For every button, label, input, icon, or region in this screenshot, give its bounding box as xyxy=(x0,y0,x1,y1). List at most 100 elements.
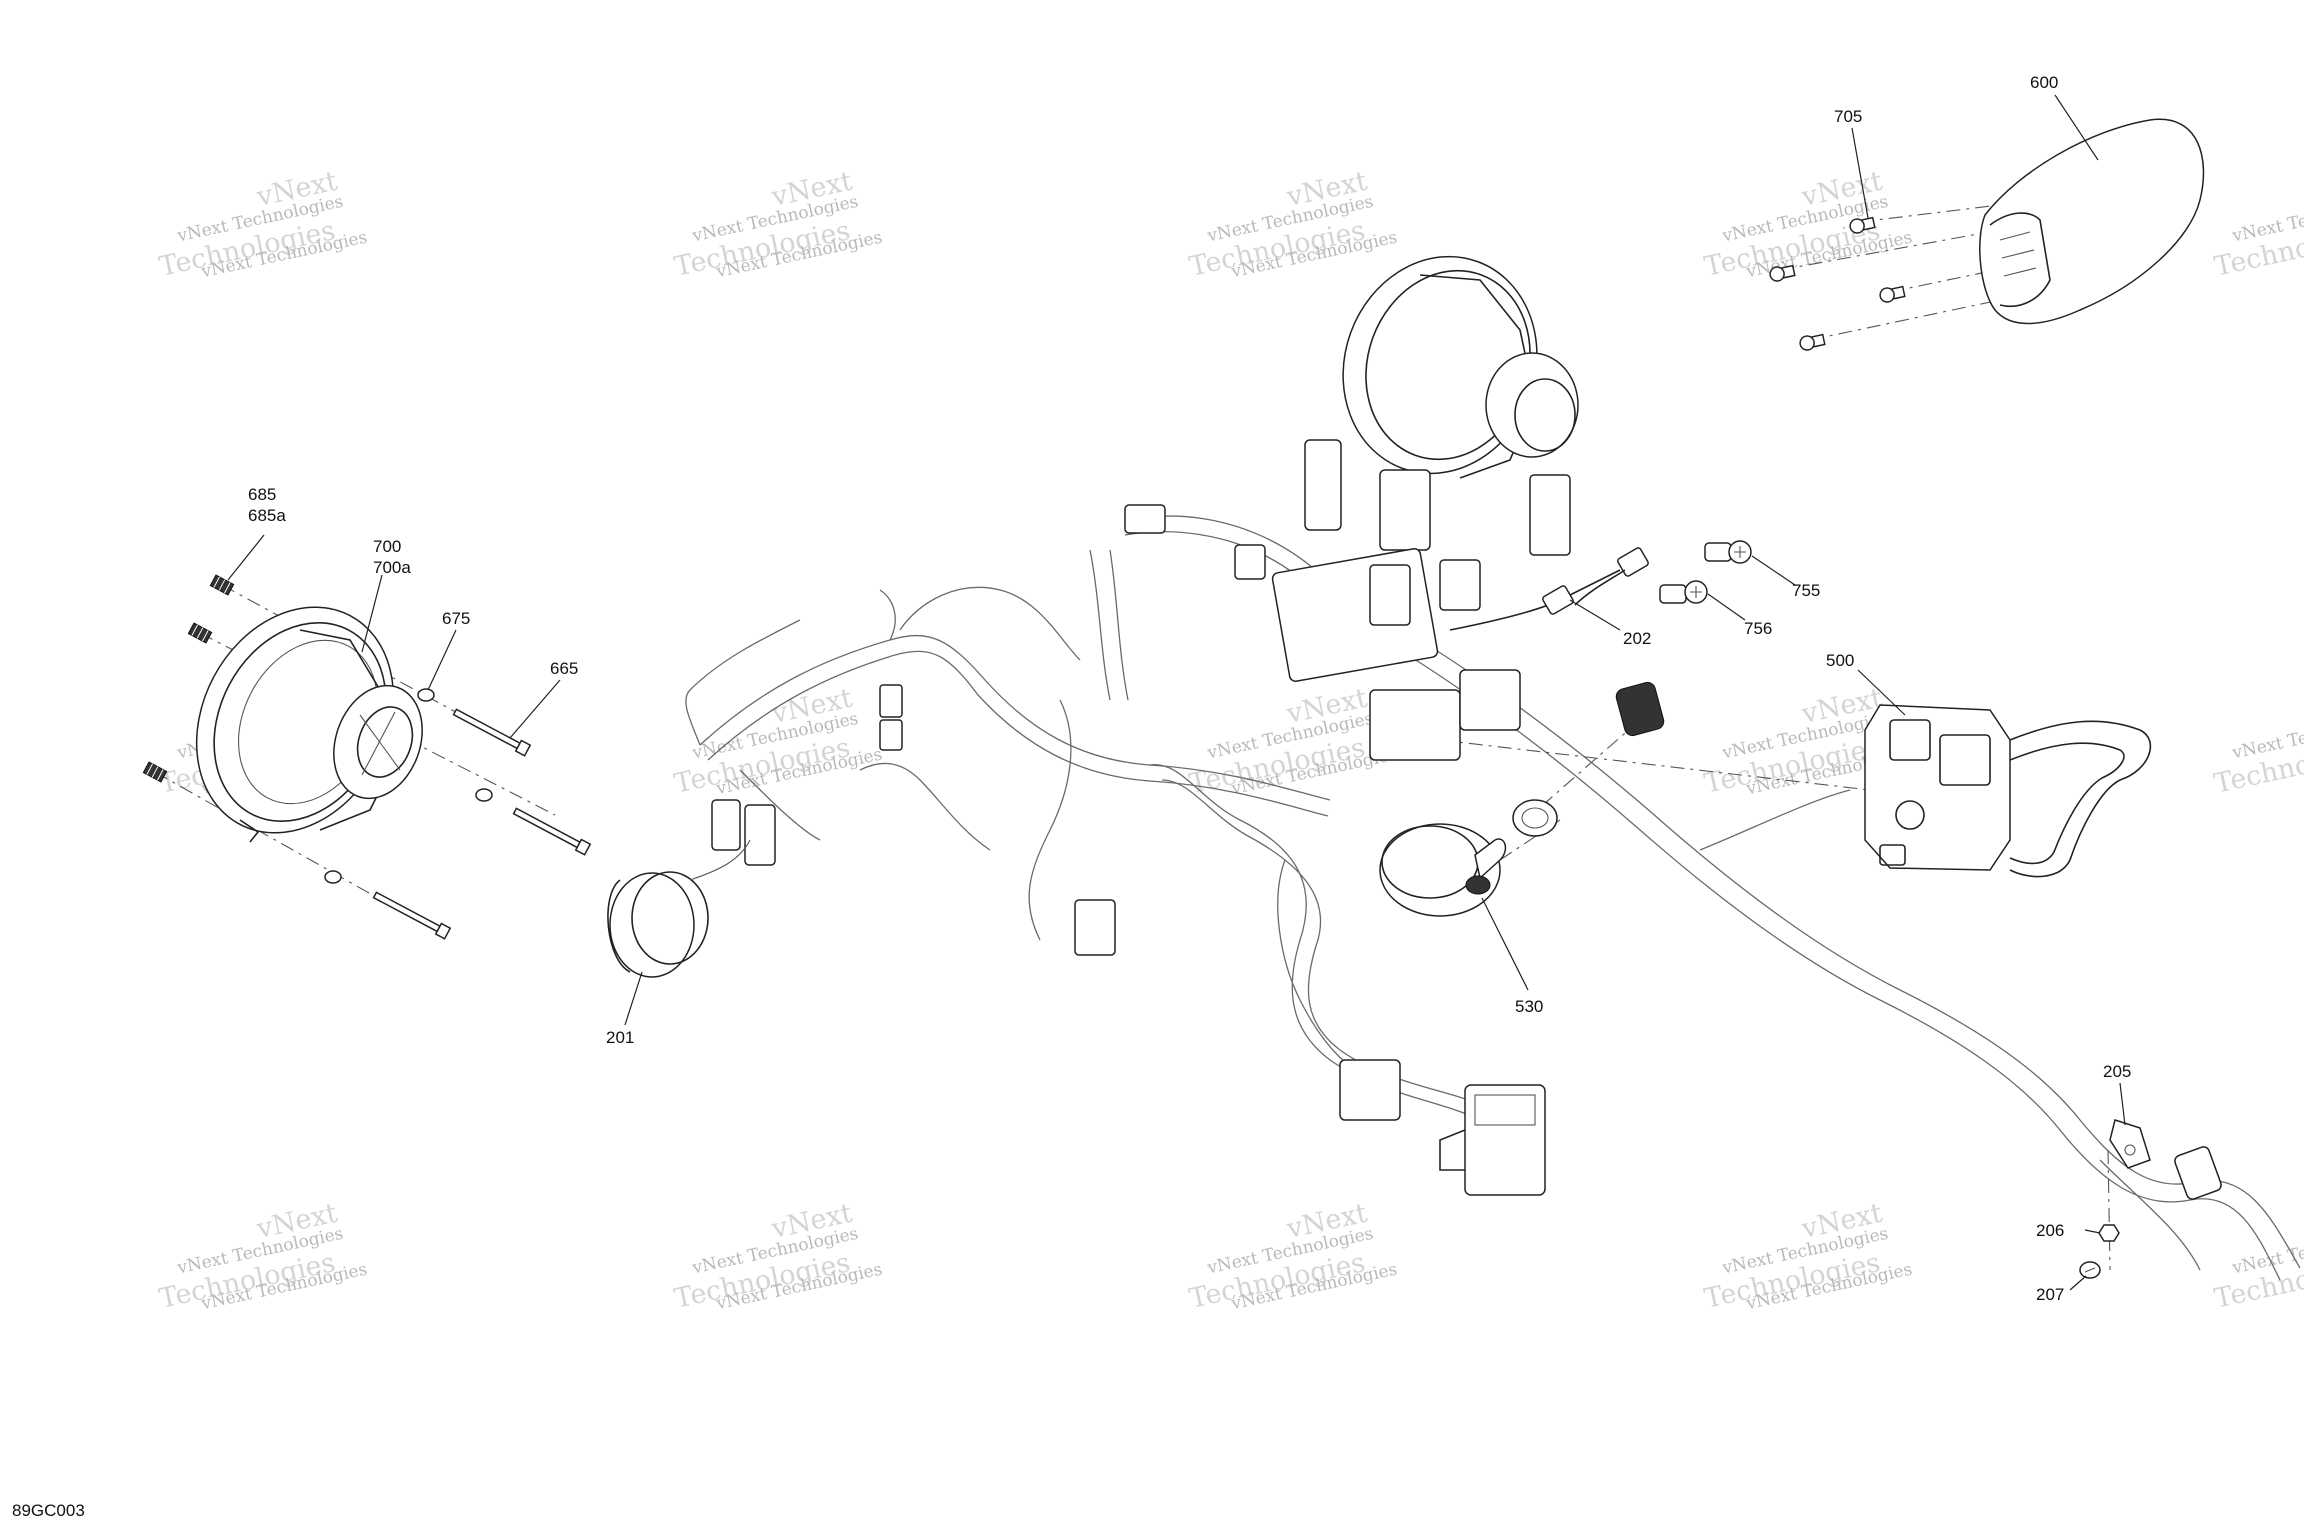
harness-branch xyxy=(859,762,991,851)
harness-connector xyxy=(1304,439,1342,531)
ecu-connector xyxy=(1339,1059,1546,1196)
callout-685: 685 xyxy=(248,485,276,504)
harness-branch xyxy=(1699,789,1851,851)
washer-207 xyxy=(2079,1261,2101,1279)
headlight-mount-tab xyxy=(239,819,260,843)
leader-line xyxy=(1857,669,1906,716)
harness-connector xyxy=(1369,564,1411,626)
bolt xyxy=(512,807,592,856)
callout-675: 675 xyxy=(442,609,470,628)
washer xyxy=(324,870,342,884)
screw xyxy=(1849,216,1876,234)
headlight-bulb-socket xyxy=(1485,352,1579,458)
washer-mark xyxy=(2084,1267,2096,1273)
washers-675 xyxy=(324,688,493,884)
connector-plug xyxy=(1542,585,1574,615)
cap-755 xyxy=(1704,540,1752,564)
socket-connector xyxy=(1512,681,1665,837)
harness-branch xyxy=(1149,764,1481,1121)
cap-body xyxy=(1659,584,1687,604)
headlight-upper xyxy=(1124,255,1579,761)
callout-201: 201 xyxy=(606,1028,634,1047)
watermark: vNext Technologies vNext Technologies vN… xyxy=(672,683,884,800)
headlight-detail xyxy=(361,711,396,776)
cap-cross xyxy=(1690,586,1702,598)
headlight-bulb-socket xyxy=(333,684,423,800)
clip-hole xyxy=(2124,1144,2136,1156)
headlight-socket-inner xyxy=(1514,378,1576,452)
diagram-code: 89GC003 xyxy=(12,1501,85,1520)
harness-connector xyxy=(1234,544,1266,580)
washer xyxy=(475,788,493,802)
assembly-line xyxy=(2107,1149,2111,1271)
watermark: vNext Technologies vNext Technologies xyxy=(2212,1224,2304,1315)
headlight-socket-inner xyxy=(356,706,414,778)
ecu-connector-latch xyxy=(1439,1129,1466,1171)
callout-705: 705 xyxy=(1834,107,1862,126)
cover-shell xyxy=(1979,118,2205,325)
setscrew xyxy=(187,622,213,644)
watermark: vNext Technologies vNext Technologies vN… xyxy=(1187,166,1399,283)
connector-wire xyxy=(1574,569,1626,606)
leader-lines xyxy=(227,94,2126,1291)
switch-tab xyxy=(1879,844,1906,866)
callout-756: 756 xyxy=(1744,619,1772,638)
sensor-530 xyxy=(1379,823,1507,917)
leader-line xyxy=(624,971,643,1026)
harness-connector xyxy=(2174,1146,2222,1200)
cover-lens xyxy=(1989,212,2051,307)
switch-handle xyxy=(2009,742,2125,865)
washer xyxy=(417,688,435,702)
leader-line xyxy=(2119,1082,2126,1126)
bolts-665 xyxy=(372,708,592,940)
leader-line xyxy=(427,629,457,691)
switch-button xyxy=(1939,734,1991,786)
harness-branch xyxy=(1089,549,1111,701)
leader-line xyxy=(361,574,383,653)
cap-756 xyxy=(1659,580,1708,604)
headlight-detail xyxy=(359,714,401,771)
harness-connector xyxy=(1339,1059,1401,1121)
nut-body xyxy=(2098,1224,2120,1242)
horn-wire xyxy=(689,839,751,881)
switch-500 xyxy=(1864,704,2152,878)
callout-205: 205 xyxy=(2103,1062,2131,1081)
ecu-connector-pins xyxy=(1474,1094,1536,1126)
leader-line xyxy=(1481,897,1529,991)
bolt xyxy=(452,708,532,757)
sensor-base xyxy=(1379,823,1501,917)
cover-ribs xyxy=(1999,231,2037,277)
callout-700: 700 xyxy=(373,537,401,556)
sensor-neck xyxy=(1474,838,1507,880)
leader-line xyxy=(1851,127,1869,219)
horn-connector xyxy=(711,799,741,851)
callout-700a: 700a xyxy=(373,558,411,577)
leader-line xyxy=(1569,599,1621,631)
callout-685a: 685a xyxy=(248,506,286,525)
harness-branch xyxy=(1028,699,1072,941)
grommet-hole xyxy=(1521,807,1549,829)
horn-body xyxy=(609,872,695,978)
harness-connector xyxy=(1124,504,1166,534)
watermark: vNext Technologies vNext Technologies vN… xyxy=(672,1198,884,1315)
bolt xyxy=(372,891,452,940)
harness-connector xyxy=(879,684,903,718)
callout-202: 202 xyxy=(1623,629,1651,648)
harness-connector xyxy=(879,719,903,751)
connector-plug xyxy=(1617,547,1649,577)
harness-branch xyxy=(699,634,1331,801)
cover-600 xyxy=(1979,118,2205,325)
switch-button xyxy=(1889,719,1931,761)
assembly-line xyxy=(1519,719,1641,826)
switch-handle xyxy=(2009,720,2152,878)
leader-line xyxy=(509,679,561,739)
screws-685 xyxy=(142,574,235,783)
assembly-line xyxy=(1779,229,2001,271)
cap-cross xyxy=(1734,546,1746,558)
clip-205 xyxy=(2109,1119,2222,1200)
clip-body xyxy=(2109,1119,2151,1169)
watermark: vNext Technologies vNext Technologies vN… xyxy=(1187,1198,1399,1315)
callout-206: 206 xyxy=(2036,1221,2064,1240)
leader-line xyxy=(2054,94,2099,161)
